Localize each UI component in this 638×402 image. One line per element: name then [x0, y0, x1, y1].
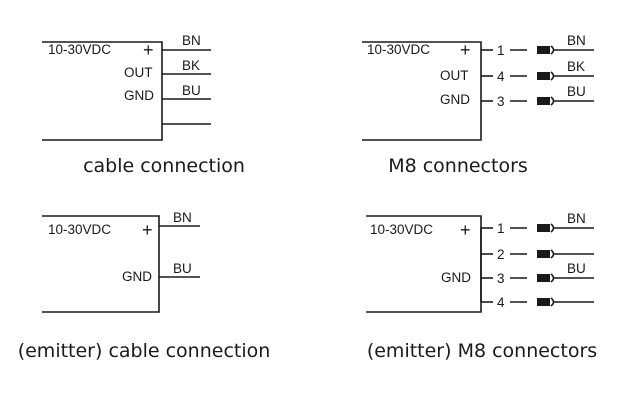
diagram-m8-connectors: 10-30VDC + OUT GND 1 4 3	[362, 33, 594, 177]
ground-terminal-label: GND	[441, 270, 471, 285]
sensor-body-outline	[42, 215, 160, 313]
sensor-body-outline	[42, 41, 163, 141]
pin-number: 2	[497, 247, 505, 262]
pin-number: 4	[497, 69, 505, 84]
diagram-caption: M8 connectors	[388, 155, 528, 177]
ground-terminal-label: GND	[122, 269, 152, 284]
wire-color-label-brown: BN	[567, 211, 586, 226]
m8-pin-row: 2	[481, 247, 594, 262]
wire-color-label-blue: BU	[173, 261, 192, 276]
wire-color-label-brown: BN	[182, 33, 201, 48]
m8-pin-row: 4	[481, 295, 594, 310]
diagram-cable-connection: 10-30VDC + OUT GND BN BK BU cable connec…	[42, 33, 245, 177]
ground-terminal-label: GND	[440, 92, 470, 107]
wire-color-label-blue: BU	[567, 84, 586, 99]
sensor-body-outline	[362, 41, 482, 141]
plus-terminal-symbol: +	[460, 40, 471, 60]
m8-pin-row: 1	[481, 221, 594, 236]
pin-number: 3	[497, 271, 505, 286]
plus-terminal-symbol: +	[460, 220, 471, 240]
ground-terminal-label: GND	[124, 88, 154, 103]
diagram-caption: cable connection	[83, 155, 245, 177]
connector-pin-icon	[537, 97, 550, 105]
supply-voltage-label: 10-30VDC	[370, 222, 433, 237]
diagram-emitter-m8-connectors: 10-30VDC + GND 1 2 3	[366, 211, 597, 362]
connector-pin-icon	[537, 72, 550, 80]
connector-pin-icon	[537, 46, 550, 54]
wire-color-label-black: BK	[567, 59, 585, 74]
wire-color-label-brown: BN	[567, 33, 586, 48]
supply-voltage-label: 10-30VDC	[48, 222, 111, 237]
plus-terminal-symbol: +	[143, 40, 154, 60]
pin-number: 1	[497, 43, 505, 58]
connector-pin-icon	[537, 224, 550, 232]
diagram-emitter-cable-connection: 10-30VDC + GND BN BU (emitter) cable con…	[18, 210, 271, 362]
connector-pin-icon	[537, 274, 550, 282]
plus-terminal-symbol: +	[142, 220, 153, 240]
output-terminal-label: OUT	[440, 68, 469, 83]
pin-number: 3	[497, 94, 505, 109]
wire-color-label-black: BK	[182, 58, 200, 73]
diagram-caption: (emitter) M8 connectors	[367, 340, 597, 362]
supply-voltage-label: 10-30VDC	[367, 42, 430, 57]
m8-pin-row: 3	[481, 271, 594, 286]
m8-pin-row: 1	[481, 43, 594, 58]
supply-voltage-label: 10-30VDC	[48, 42, 111, 57]
pin-number: 1	[497, 221, 505, 236]
m8-pin-row: 4	[481, 69, 594, 84]
diagram-caption: (emitter) cable connection	[18, 340, 271, 362]
connector-pin-icon	[537, 298, 550, 306]
wire-color-label-brown: BN	[173, 210, 192, 225]
connector-pin-icon	[537, 250, 550, 258]
m8-pin-row: 3	[481, 94, 594, 109]
pin-number: 4	[497, 295, 505, 310]
wire-color-label-blue: BU	[182, 83, 201, 98]
output-terminal-label: OUT	[124, 65, 153, 80]
wire-color-label-blue: BU	[567, 261, 586, 276]
